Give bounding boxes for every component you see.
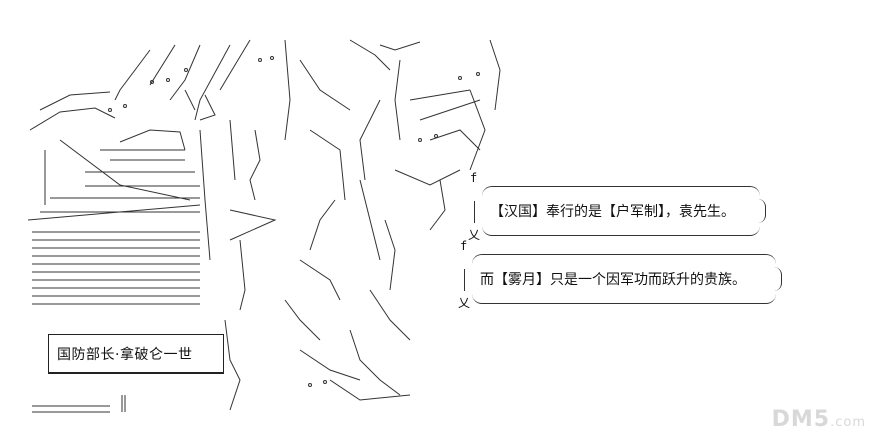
- hat-top-line: [29, 107, 116, 131]
- hat-brim-line: [39, 91, 111, 111]
- nameplate: 国防部长·拿破仑一世: [48, 334, 224, 374]
- bubble-1-text: 【汉国】奉行的是【户军制】，袁先生。: [490, 204, 735, 220]
- nameplate-text: 国防部长·拿破仑一世: [57, 346, 193, 363]
- sparkle-marks: [108, 56, 480, 387]
- bubble-1-tail-top: f: [470, 171, 478, 185]
- bubble-1-tail-bottom: 乂: [468, 228, 481, 242]
- bubble-2-text: 而【雾月】只是一个因军功而跃升的贵族。: [480, 272, 746, 288]
- hat-diagonal: [59, 139, 191, 201]
- site-watermark: DM5.com: [772, 407, 866, 432]
- speech-bubble-2: f 乂 而【雾月】只是一个因军功而跃升的贵族。: [458, 239, 782, 310]
- cape-strands: [114, 39, 501, 411]
- hat-emblem: [119, 129, 186, 151]
- watermark-suffix: .com: [830, 415, 866, 430]
- coat-stripes: [32, 149, 200, 413]
- bubble-2-tail-top: f: [460, 239, 468, 253]
- speech-bubble-1: f 乂 【汉国】奉行的是【户军制】，袁先生。: [468, 171, 766, 242]
- watermark-brand: DM5: [771, 407, 831, 432]
- bubble-2-tail-bottom: 乂: [458, 296, 471, 310]
